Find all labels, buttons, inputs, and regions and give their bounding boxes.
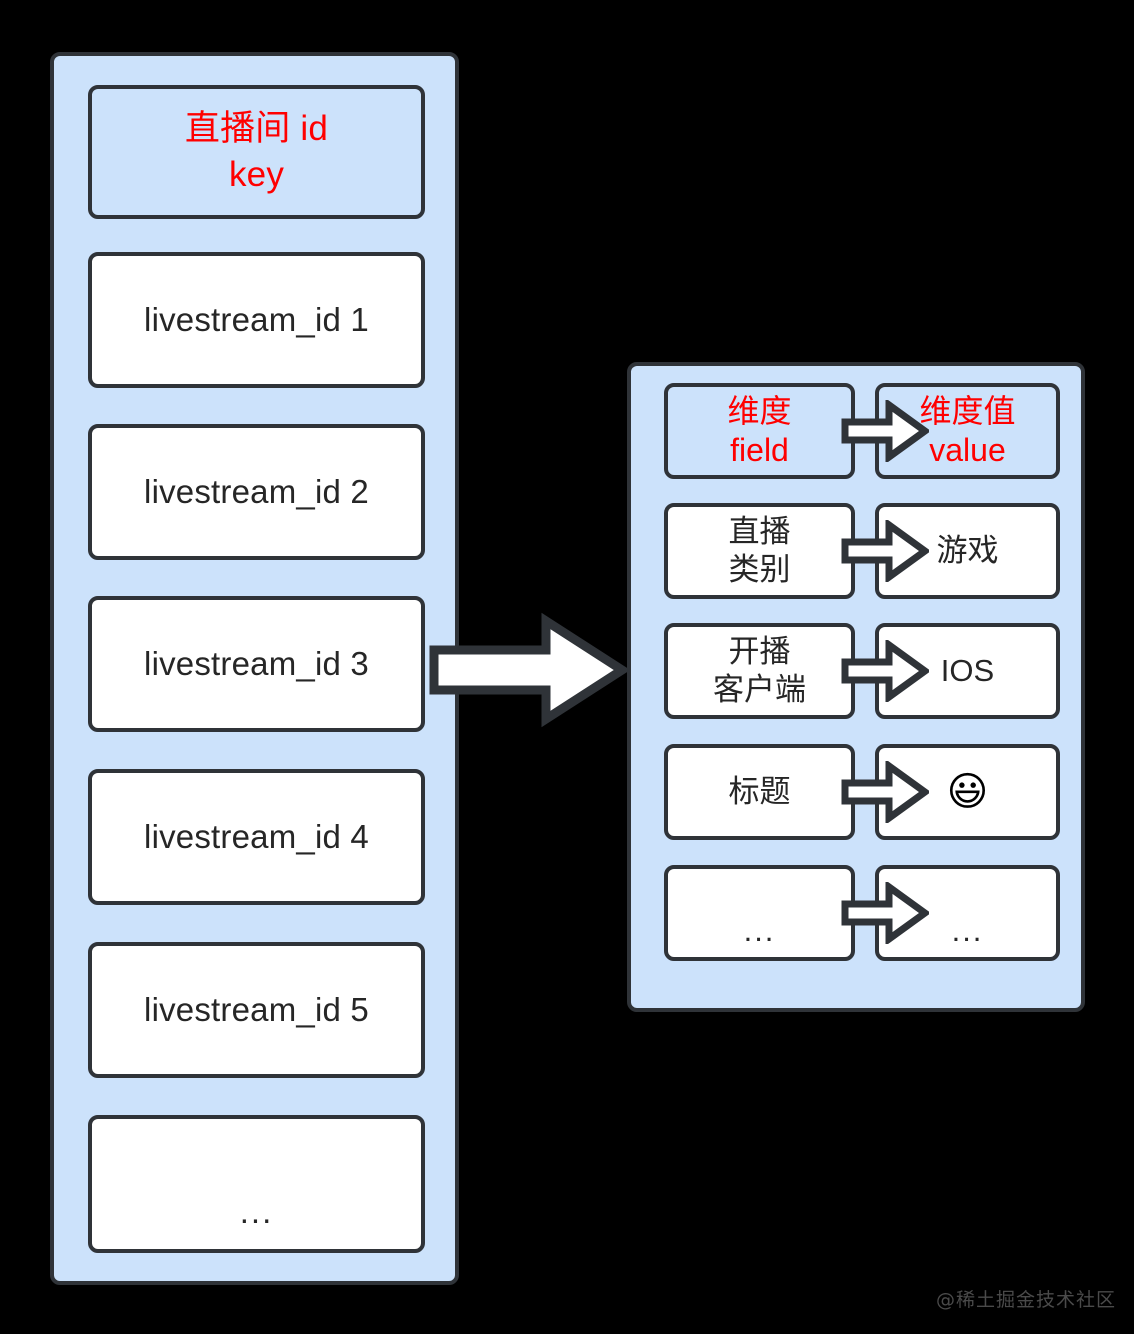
grinning-face-emoji: 😃 bbox=[946, 770, 989, 814]
hash-header-field-text: 维度 field bbox=[727, 392, 792, 468]
hash-header-value-box: 维度值 value bbox=[875, 383, 1060, 479]
watermark: @稀土掘金技术社区 bbox=[935, 1289, 1116, 1311]
key-panel-header-box: 直播间 id key bbox=[88, 85, 425, 219]
hash-value-text: ... bbox=[951, 913, 984, 948]
hash-field-box[interactable]: 标题 bbox=[664, 744, 855, 840]
hash-value-text: 游戏 bbox=[936, 533, 999, 569]
list-item[interactable]: livestream_id 4 bbox=[88, 769, 425, 905]
key-item-label: livestream_id 4 bbox=[144, 817, 369, 855]
hash-value-box[interactable]: 游戏 bbox=[875, 503, 1060, 599]
hash-row[interactable]: 开播 客户端 IOS bbox=[664, 623, 1060, 719]
hash-value-box[interactable]: IOS bbox=[875, 623, 1060, 719]
hash-field-box[interactable]: ... bbox=[664, 865, 855, 961]
hash-row[interactable]: 直播 类别 游戏 bbox=[664, 503, 1060, 599]
hash-header-field-box: 维度 field bbox=[664, 383, 855, 479]
list-item[interactable]: livestream_id 3 bbox=[88, 596, 425, 732]
key-panel: 直播间 id key livestream_id 1 livestream_id… bbox=[50, 52, 459, 1285]
hash-field-text: 开播 客户端 bbox=[713, 634, 806, 707]
hash-field-box[interactable]: 直播 类别 bbox=[664, 503, 855, 599]
list-item[interactable]: livestream_id 5 bbox=[88, 942, 425, 1078]
hash-value-text: IOS bbox=[940, 653, 995, 689]
flow-arrow-icon bbox=[428, 612, 631, 728]
key-item-label: livestream_id 3 bbox=[144, 644, 369, 682]
hash-header-value-text: 维度值 value bbox=[919, 392, 1016, 468]
key-item-label: livestream_id 1 bbox=[144, 300, 369, 338]
hash-panel: 维度 field 维度值 value 直播 类别 游戏 bbox=[627, 362, 1085, 1012]
hash-row-ellipsis[interactable]: ... ... bbox=[664, 865, 1060, 961]
hash-header-row: 维度 field 维度值 value bbox=[664, 383, 1060, 479]
hash-field-text: ... bbox=[743, 913, 776, 948]
hash-field-text: 标题 bbox=[728, 774, 791, 810]
key-item-label: livestream_id 2 bbox=[144, 472, 369, 510]
key-panel-header-text: 直播间 id key bbox=[184, 108, 329, 194]
list-item-ellipsis[interactable]: ... bbox=[88, 1115, 425, 1253]
key-item-label: livestream_id 5 bbox=[144, 990, 369, 1028]
hash-value-box[interactable]: ... bbox=[875, 865, 1060, 961]
key-item-label: ... bbox=[239, 1193, 274, 1230]
hash-field-box[interactable]: 开播 客户端 bbox=[664, 623, 855, 719]
list-item[interactable]: livestream_id 1 bbox=[88, 252, 425, 388]
hash-row[interactable]: 标题 😃 bbox=[664, 744, 1060, 840]
hash-value-box[interactable]: 😃 bbox=[875, 744, 1060, 840]
list-item[interactable]: livestream_id 2 bbox=[88, 424, 425, 560]
hash-field-text: 直播 类别 bbox=[728, 514, 791, 587]
